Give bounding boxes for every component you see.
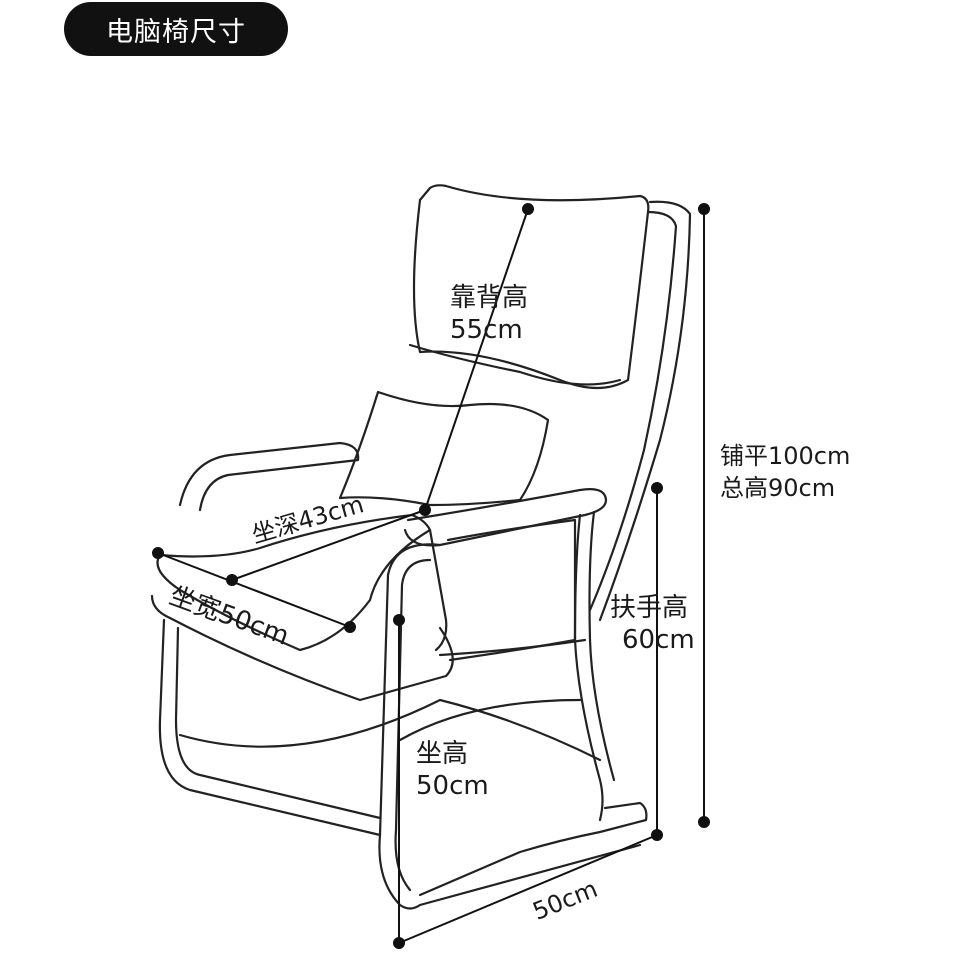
back-height-name: 靠背高 (450, 283, 529, 313)
dim-line-seat-depth (231, 509, 426, 581)
title-badge: 电脑椅尺寸 (64, 2, 288, 56)
seat-side-panel (446, 518, 577, 662)
armrest-height-name: 扶手高 (610, 593, 689, 623)
left-front-leg-inner (174, 626, 382, 820)
back-frame-inner (588, 210, 678, 612)
dim-dot-back-top (522, 203, 534, 215)
seat-front-panel (428, 528, 448, 652)
lumbar-pillow (338, 390, 550, 507)
dim-line-back-height (424, 208, 529, 511)
right-side-frame-inner (588, 510, 616, 782)
seat-height-label: 坐高 50cm (416, 738, 489, 802)
armrest-height-label: 扶手高 60cm (610, 592, 695, 656)
backrest-outline (412, 184, 650, 390)
backrest-seam (408, 343, 622, 386)
total-height-label: 铺平100cm 总高90cm (720, 440, 850, 504)
seat-height-name: 坐高 (416, 739, 469, 769)
page-title: 电脑椅尺寸 (106, 16, 246, 48)
cross-bar-low (178, 698, 602, 762)
left-armrest (178, 441, 360, 512)
back-height-value: 55cm (450, 315, 523, 345)
left-front-leg (158, 618, 382, 837)
dim-dot-total-top (698, 203, 710, 215)
dim-dot-armrest-top (651, 482, 663, 494)
dim-line-seat-width (157, 552, 351, 628)
total-height-flat: 铺平100cm (720, 442, 851, 470)
seat-base (150, 594, 454, 702)
back-height-label: 靠背高 55cm (450, 282, 528, 346)
right-arm-support-inner (394, 558, 432, 892)
total-height-upright: 总高90cm (720, 474, 836, 502)
dim-line-base-width (398, 834, 658, 944)
seat-height-value: 50cm (416, 771, 489, 801)
right-arm-support (378, 543, 642, 910)
right-side-frame (573, 513, 604, 822)
dim-dot-width-left (152, 547, 164, 559)
armrest-height-value: 60cm (622, 625, 695, 655)
dim-dot-width-right (344, 621, 356, 633)
dim-dot-total-bottom (698, 816, 710, 828)
back-frame (598, 200, 692, 622)
cross-bar-rear (438, 638, 587, 657)
base-runner (418, 801, 648, 897)
cross-bar-base (398, 698, 582, 742)
dim-dot-seat-height-top (393, 614, 405, 626)
